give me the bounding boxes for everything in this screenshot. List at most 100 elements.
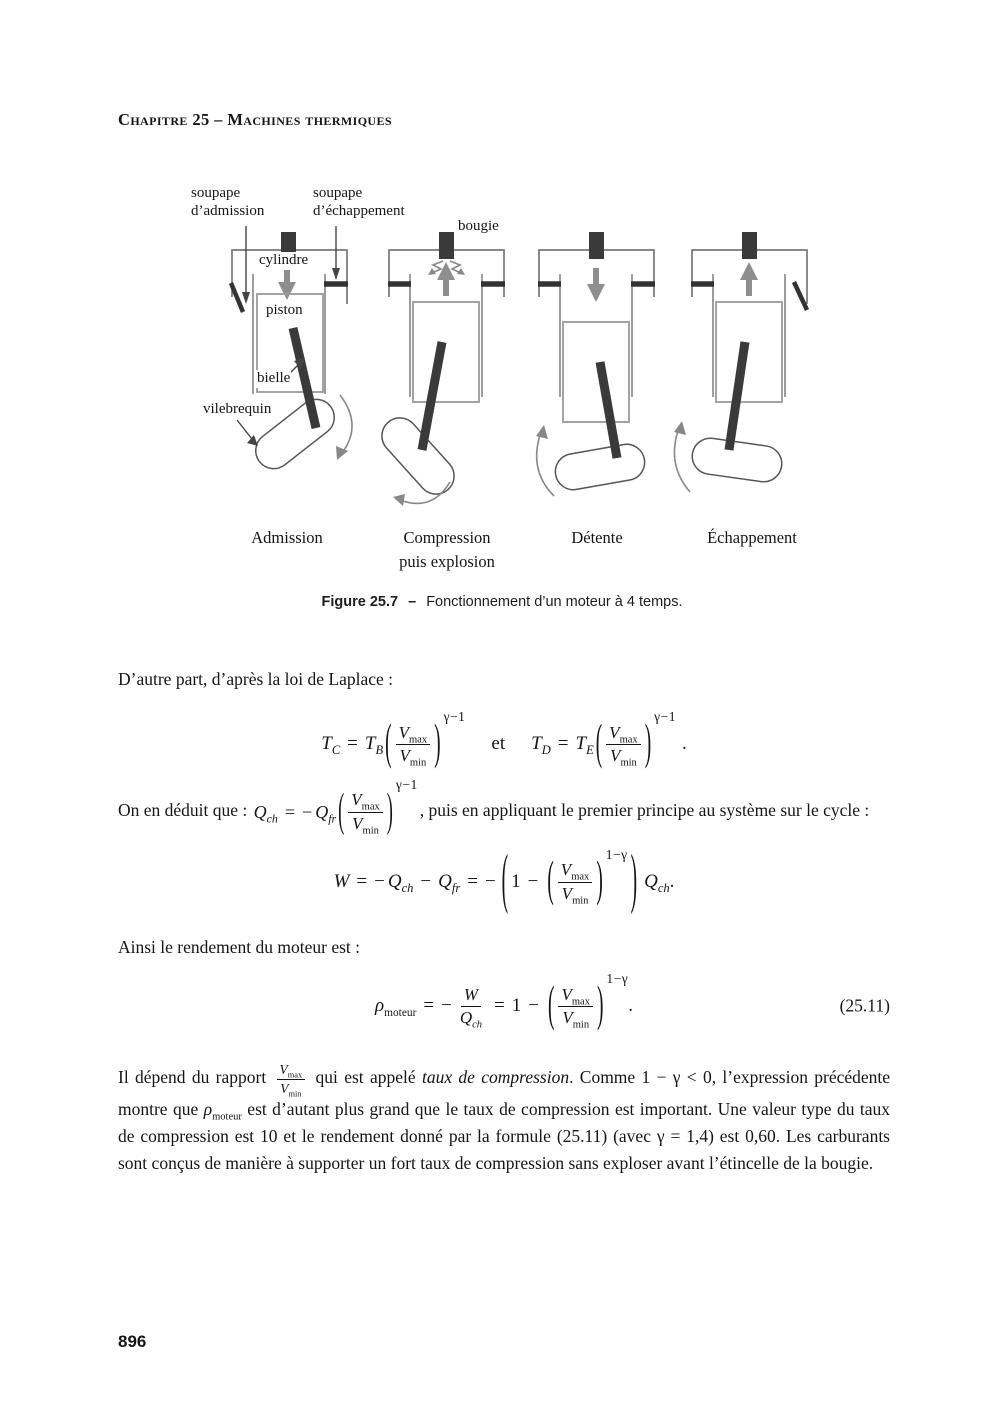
gamma-minus-one-exponent: γ−1 xyxy=(654,709,676,725)
period: . xyxy=(628,994,634,1016)
fraction-numerator: W xyxy=(460,985,482,1007)
rotation-arrow-arc xyxy=(673,427,691,493)
min-subscript: min xyxy=(572,1019,590,1031)
minus-sign: − xyxy=(441,994,452,1016)
exhaust-valve-open xyxy=(791,281,810,311)
exhaust-valve-pointer-head xyxy=(332,268,340,280)
para-laplace-intro: D’autre part, d’après la loi de Laplace … xyxy=(118,666,890,693)
connecting-rod xyxy=(417,341,447,451)
piston-up-arrow-head xyxy=(437,262,455,280)
piston-box xyxy=(412,301,480,403)
crankshaft xyxy=(554,443,646,491)
term-rho-moteur: ρmoteur xyxy=(204,1099,242,1122)
v-symbol: V xyxy=(610,745,621,765)
max-subscript: max xyxy=(287,1071,303,1080)
vmax-vmin-fraction: Vmax Vmin xyxy=(606,723,641,768)
stage-label-admission: Admission xyxy=(251,528,323,547)
equation-number: (25.11) xyxy=(839,996,890,1017)
left-paren: ( xyxy=(547,854,554,909)
v-symbol: V xyxy=(280,1080,289,1096)
bielle-pointer-head xyxy=(294,358,305,369)
max-subscript: max xyxy=(571,995,590,1007)
one-digit: 1 xyxy=(511,994,522,1016)
label-soupape-echappement: soupape d’échappement xyxy=(312,185,406,221)
taux-de-compression-italic: taux de compression xyxy=(421,1067,570,1088)
label-bielle: bielle xyxy=(256,370,292,388)
right-paren: ) xyxy=(596,979,604,1033)
fraction-numerator: Vmax xyxy=(348,790,383,813)
q-symbol: Q xyxy=(315,801,329,822)
w-over-qch-fraction: W Qch xyxy=(457,985,485,1031)
minus-sign: − xyxy=(420,870,432,892)
fraction-denominator: Vmin xyxy=(559,883,592,906)
minus-sign: − xyxy=(302,801,313,822)
label-line: d’admission xyxy=(191,202,265,219)
equals-sign: = xyxy=(494,994,505,1016)
gamma-minus-one-exponent: γ−1 xyxy=(443,709,466,725)
one-digit: 1 xyxy=(511,870,521,892)
t-symbol: T xyxy=(531,733,542,755)
q-symbol: Q xyxy=(459,1007,473,1027)
ch-subscript: ch xyxy=(266,811,278,826)
fraction-denominator: Vmin xyxy=(559,1007,592,1031)
deduction-lead-text: On en déduit que : xyxy=(118,800,248,821)
v-symbol: V xyxy=(351,790,362,810)
connecting-rod xyxy=(595,361,622,459)
chapter-header: Chapitre 25 – Machines thermiques xyxy=(118,110,392,129)
rendement-intro-text: Ainsi le rendement du moteur est : xyxy=(118,936,361,957)
spark-plug xyxy=(589,232,604,259)
c-subscript: C xyxy=(331,742,341,757)
diagram-detente xyxy=(535,232,655,497)
term-rho-moteur: ρmoteur xyxy=(375,992,416,1021)
v-symbol: V xyxy=(279,1062,288,1078)
right-paren: ) xyxy=(386,784,393,836)
spark-symbol-left xyxy=(431,260,444,274)
stage-label-detente: Détente xyxy=(571,528,623,547)
gas-intake-arrow-head xyxy=(278,282,296,300)
figure-25-7: soupape d’admission soupape d’échappemen… xyxy=(160,182,870,587)
page-number: 896 xyxy=(118,1332,147,1351)
right-paren: ) xyxy=(644,717,652,771)
spark-symbol-right xyxy=(449,260,462,274)
piston-down-arrow-head xyxy=(587,284,605,302)
term-Qfr: Qfr xyxy=(315,799,336,826)
spark-plug xyxy=(439,232,454,259)
vmax-vmin-fraction: Vmax Vmin xyxy=(558,985,593,1031)
diagram-compression xyxy=(381,232,505,506)
vmax-vmin-fraction: Vmax Vmin xyxy=(557,860,593,906)
spark-symbol-left-head xyxy=(428,268,436,275)
fraction-numerator: Vmax xyxy=(557,860,593,883)
b-subscript: B xyxy=(375,742,384,757)
w-symbol: W xyxy=(333,870,350,892)
fraction-denominator: Vmin xyxy=(277,1080,304,1098)
left-paren: ( xyxy=(338,784,345,836)
fraction-denominator: Vmin xyxy=(607,745,640,768)
diagram-echappement xyxy=(673,232,810,493)
min-subscript: min xyxy=(409,757,427,769)
max-subscript: max xyxy=(619,733,638,745)
outer-left-paren: ( xyxy=(501,845,509,918)
minus-sign: − xyxy=(484,870,496,892)
right-paren: ) xyxy=(596,854,603,909)
equals-sign: = xyxy=(467,870,478,892)
label-soupape-admission: soupape d’admission xyxy=(190,185,266,221)
equation-laplace: TC = TB ( Vmax Vmin ) γ−1 et TD = TE ( V… xyxy=(118,709,890,770)
stage-line: puis explosion xyxy=(399,551,495,571)
body-text-column: D’autre part, d’après la loi de Laplace … xyxy=(118,666,890,1176)
piston-box xyxy=(256,293,324,393)
taux-text-3: . Comme 1 − γ < 0, l’expression précéden… xyxy=(118,1067,891,1120)
et-word: et xyxy=(491,733,506,755)
gamma-minus-one-exponent: γ−1 xyxy=(395,777,418,792)
rotation-arrow-head xyxy=(674,421,686,435)
fraction-numerator: Vmax xyxy=(395,723,431,745)
v-symbol: V xyxy=(352,813,363,833)
stage-line: Compression xyxy=(403,528,491,547)
rotation-arrow-head xyxy=(536,425,548,439)
fraction-denominator: Vmin xyxy=(396,745,429,769)
taux-text-4: est d’autant plus grand que le taux de c… xyxy=(118,1099,891,1173)
min-subscript: min xyxy=(362,825,379,837)
crankshaft xyxy=(691,437,783,483)
